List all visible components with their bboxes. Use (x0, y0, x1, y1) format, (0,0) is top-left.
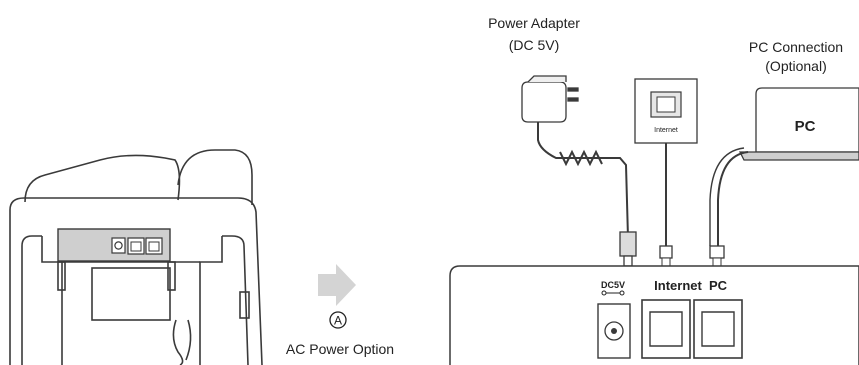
internet-wall-jack: Internet (634, 78, 698, 144)
pc-connection-optional-label: (Optional) (765, 58, 826, 74)
pc-connection-label: PC Connection (749, 39, 843, 55)
power-adapter (521, 75, 637, 267)
base-pc-port (693, 299, 743, 359)
laptop-icon: PC (738, 87, 859, 161)
power-adapter-label: Power Adapter (488, 15, 580, 31)
phone-rear-view (9, 149, 263, 365)
base-pc-label: PC (709, 278, 728, 293)
phone-port-panel (57, 228, 171, 262)
base-dc-label: DC5V (601, 280, 625, 290)
option-marker: A (329, 311, 347, 329)
internet-cable (659, 143, 673, 267)
power-adapter-spec-label: (DC 5V) (509, 37, 560, 53)
dc-symbol-icon (601, 290, 625, 296)
base-internet-port (641, 299, 691, 359)
base-internet-label: Internet (654, 278, 702, 293)
wall-jack-label: Internet (654, 127, 678, 134)
option-marker-letter: A (334, 314, 342, 328)
base-dc-port (597, 303, 631, 359)
phone-dc-jack (111, 237, 126, 254)
base-unit: DC5V Internet PC (449, 265, 859, 365)
phone-pc-jack (145, 237, 163, 255)
phone-internet-jack (127, 237, 145, 255)
arrow-right-icon (318, 264, 356, 306)
option-caption: AC Power Option (286, 341, 394, 357)
laptop-pc-label: PC (795, 118, 816, 135)
pc-cable (709, 147, 749, 267)
